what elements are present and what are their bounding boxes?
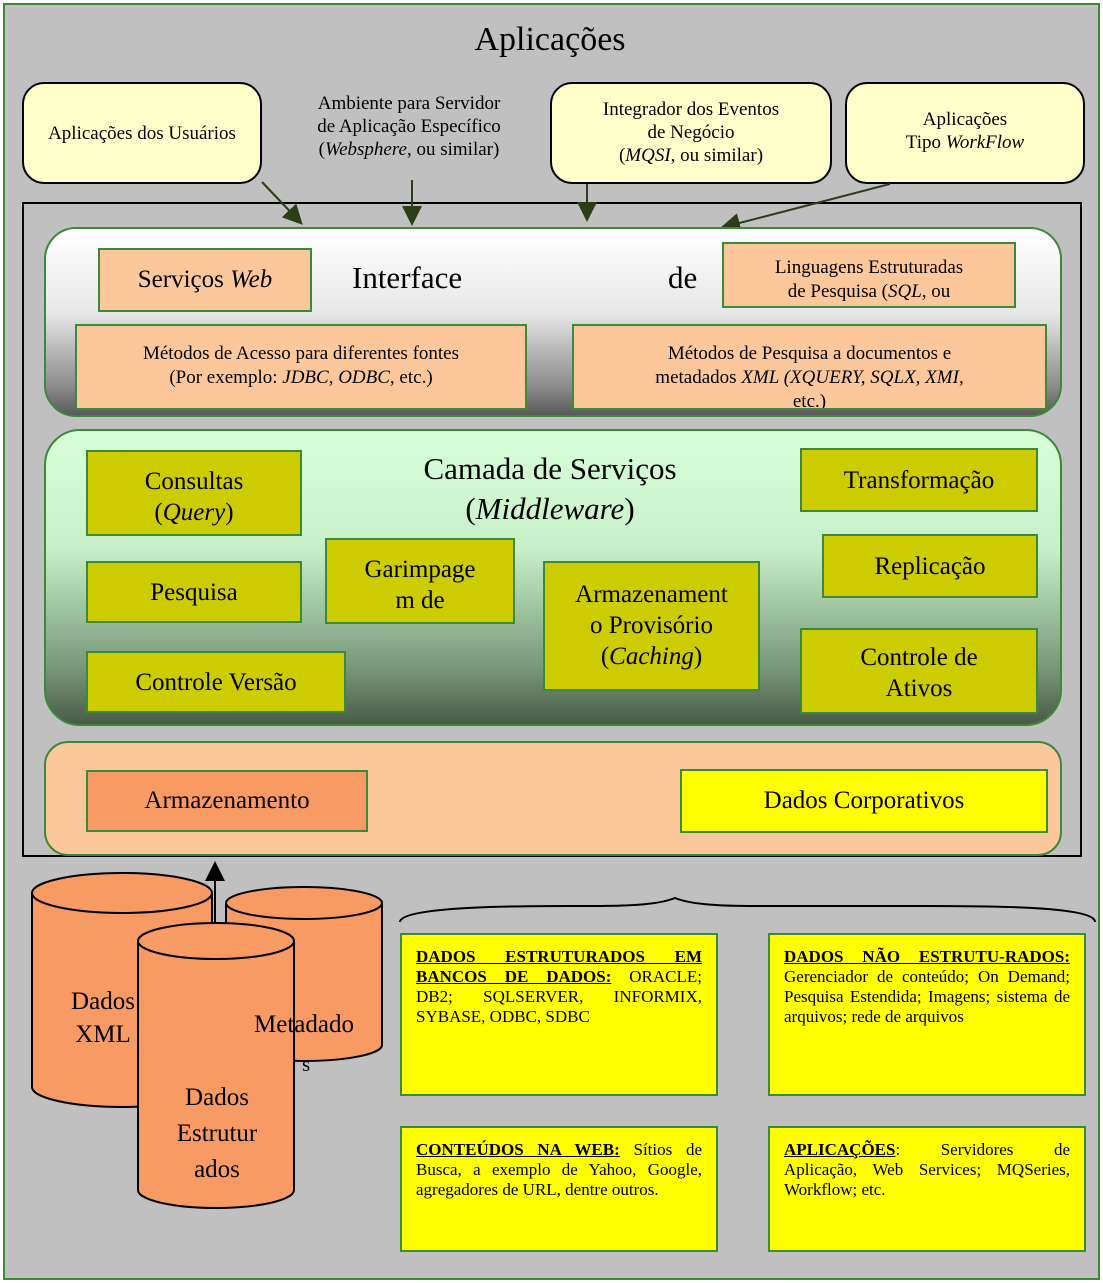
metodos-acesso-box: Métodos de Acesso para diferentes fontes… <box>75 324 527 410</box>
replicacao-box: Replicação <box>822 534 1038 598</box>
cylinder-metadados-label-tail: s <box>302 1052 311 1076</box>
source-dados-estruturados: DADOS ESTRUTURADOS EM BANCOS DE DADOS: O… <box>400 933 718 1096</box>
armazenamento-box: Armazenamento <box>86 770 368 832</box>
consultas-box: Consultas(Query) <box>86 450 302 536</box>
data-cylinders <box>31 861 383 1209</box>
source-conteudos-web: CONTEÚDOS NA WEB: Sítios de Busca, a exe… <box>400 1126 718 1252</box>
architecture-box <box>22 202 1082 857</box>
controle-versao-box: Controle Versão <box>86 651 346 713</box>
interface-label: Interface <box>352 260 463 295</box>
source-aplicacoes: APLICAÇÕES: Servidores de Aplicação, Web… <box>768 1126 1086 1252</box>
page-title: Aplicações <box>474 21 626 58</box>
callout-arrows <box>261 180 891 233</box>
pesquisa-box: Pesquisa <box>86 561 302 623</box>
middleware-title: Camada de Serviços (Middleware) <box>423 451 677 526</box>
callout-aplicacoes-usuarios: Aplicações dos Usuários <box>22 82 262 184</box>
source-dados-nao-estruturados: DADOS NÃO ESTRUTU-RADOS: Gerenciador de … <box>768 933 1086 1096</box>
servicos-web-box: Serviços Web <box>98 248 312 312</box>
sources-brace <box>399 896 1096 923</box>
cylinder-metadados-label: Metadado <box>254 1011 354 1038</box>
transformacao-box: Transformação <box>800 448 1038 512</box>
interface-label-de: de <box>668 260 698 295</box>
dados-corporativos-box: Dados Corporativos <box>680 769 1048 833</box>
